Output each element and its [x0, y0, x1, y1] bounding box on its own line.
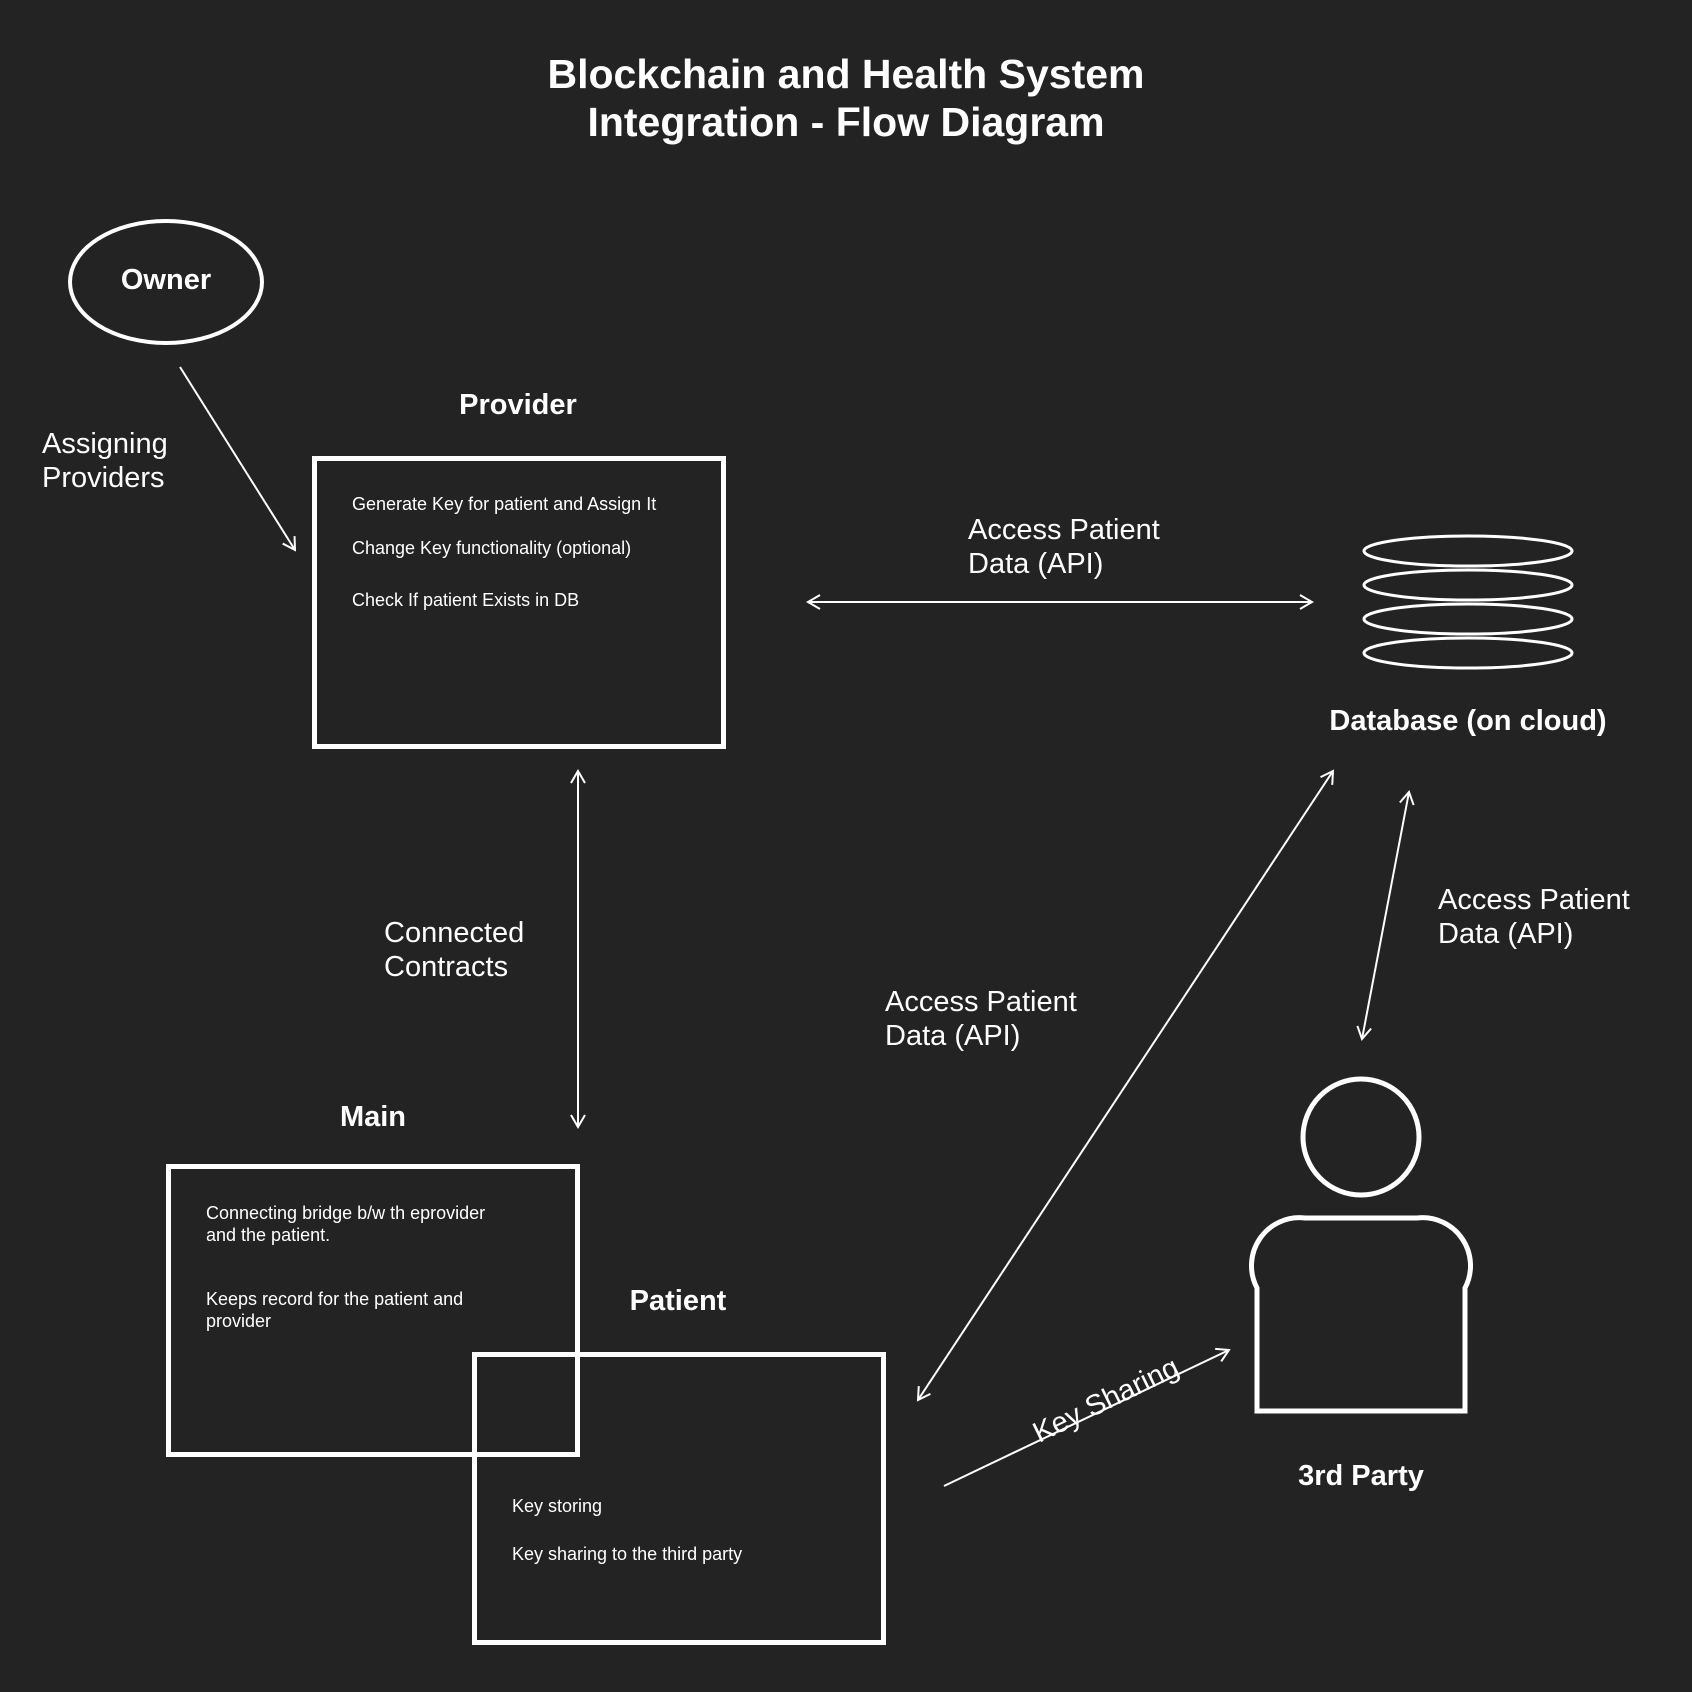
patient-item: Key sharing to the third party [512, 1544, 743, 1564]
main-box[interactable]: Connecting bridge b/w th eprovider and t… [166, 1164, 580, 1457]
provider-item: Check If patient Exists in DB [352, 590, 580, 610]
patient-heading: Patient [629, 1285, 727, 1317]
database-heading: Database (on cloud) [1329, 705, 1607, 737]
third-party-heading: 3rd Party [1298, 1460, 1424, 1492]
main-item: Connecting bridge b/w th eprovider and t… [206, 1203, 486, 1245]
owner-label: Owner [120, 264, 212, 296]
assigning-providers-label: Assigning Providers [42, 428, 168, 494]
owner-ellipse[interactable] [68, 219, 264, 345]
provider-heading: Provider [459, 389, 577, 421]
patient-database-arrow [916, 769, 1335, 1402]
database-third-party-label: Access Patient Data (API) [1438, 884, 1630, 950]
main-heading: Main [339, 1101, 407, 1133]
database-icon[interactable] [1362, 534, 1574, 670]
patient-third-party-arrow [943, 1347, 1231, 1487]
diagram-title: Blockchain and Health System Integration… [547, 51, 1145, 145]
provider-box[interactable]: Generate Key for patient and Assign It C… [312, 456, 726, 749]
patient-item: Key storing [512, 1496, 603, 1516]
patient-box[interactable]: Key storing Key sharing to the third par… [472, 1352, 886, 1645]
provider-item: Generate Key for patient and Assign It [352, 494, 657, 514]
owner-to-provider-arrow [179, 366, 297, 552]
provider-database-label: Access Patient Data (API) [968, 514, 1160, 580]
patient-database-label: Access Patient Data (API) [885, 986, 1077, 1052]
main-item: Keeps record for the patient and provide… [206, 1289, 464, 1331]
provider-item: Change Key functionality (optional) [352, 538, 632, 558]
connected-contracts-label: Connected Contracts [384, 917, 525, 983]
user-icon[interactable] [1249, 1076, 1473, 1414]
database-third-party-arrow [1356, 790, 1415, 1041]
